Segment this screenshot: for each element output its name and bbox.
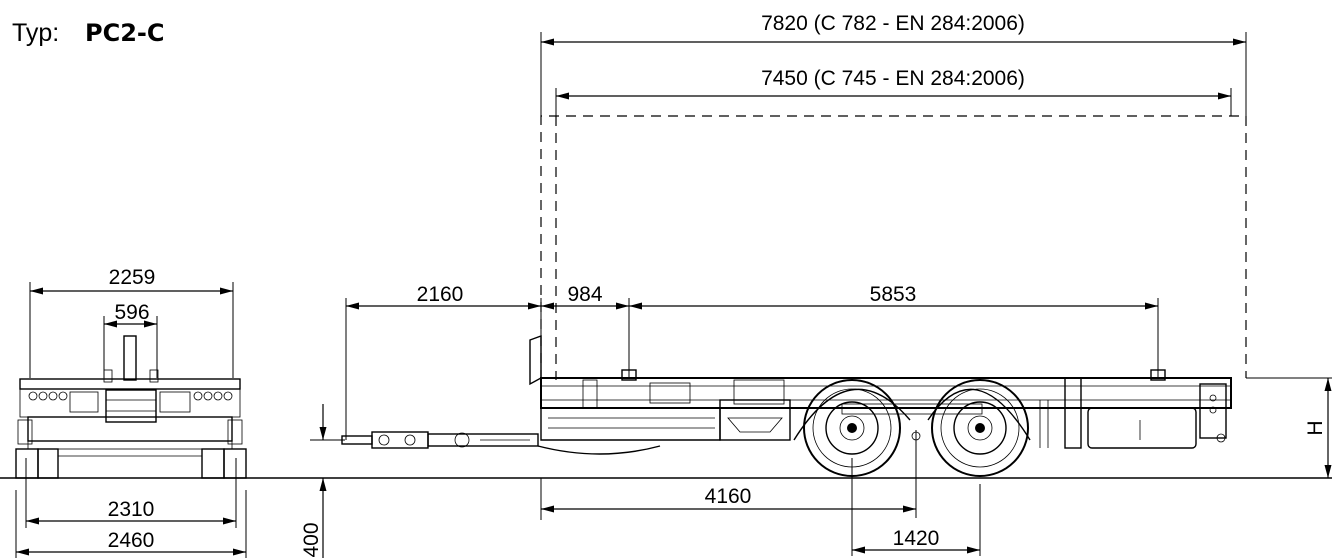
dimension-7820: 7820 (C 782 - EN 284:2006) [540, 12, 1247, 116]
dimension-984: 984 [541, 283, 630, 378]
front-view-chassis [15, 335, 247, 479]
rear-wheel-front [803, 379, 901, 477]
dimension-5853-label: 5853 [870, 283, 917, 306]
dimension-400-label: 400 [300, 522, 323, 557]
dimension-4160-label: 4160 [705, 485, 752, 508]
type-label: Typ: [12, 19, 59, 47]
drawbar [341, 431, 661, 455]
dimension-2259: 2259 [29, 266, 234, 378]
dimension-400: 400 [300, 404, 345, 558]
dimension-2160: 2160 [345, 283, 542, 440]
dimension-2460-label: 2460 [108, 529, 155, 552]
container-outline [540, 115, 1247, 380]
dimension-7820-label: 7820 (C 782 - EN 284:2006) [761, 12, 1025, 35]
chassis-frame [529, 335, 1232, 449]
dimension-2259-label: 2259 [109, 266, 156, 289]
dimension-1420: 1420 [852, 484, 981, 556]
rear-wheel-back [931, 379, 1029, 477]
dimension-5853: 5853 [629, 283, 1159, 378]
dimension-2310: 2310 [25, 458, 237, 528]
dimension-596: 596 [103, 301, 158, 378]
dimension-596-label: 596 [114, 301, 149, 324]
dimension-4160: 4160 [540, 430, 917, 556]
dimension-h-label: H [1304, 420, 1327, 435]
dimension-height-h: H [1246, 377, 1332, 478]
type-value: PC2-C [85, 19, 164, 47]
dimension-1420-label: 1420 [893, 527, 940, 550]
dimension-2460: 2460 [15, 490, 247, 558]
dimension-984-label: 984 [567, 283, 602, 306]
dimension-7450: 7450 (C 745 - EN 284:2006) [555, 67, 1232, 116]
dimension-2310-label: 2310 [108, 498, 155, 521]
dimension-7450-label: 7450 (C 745 - EN 284:2006) [761, 67, 1025, 90]
dimension-2160-label: 2160 [417, 283, 464, 306]
